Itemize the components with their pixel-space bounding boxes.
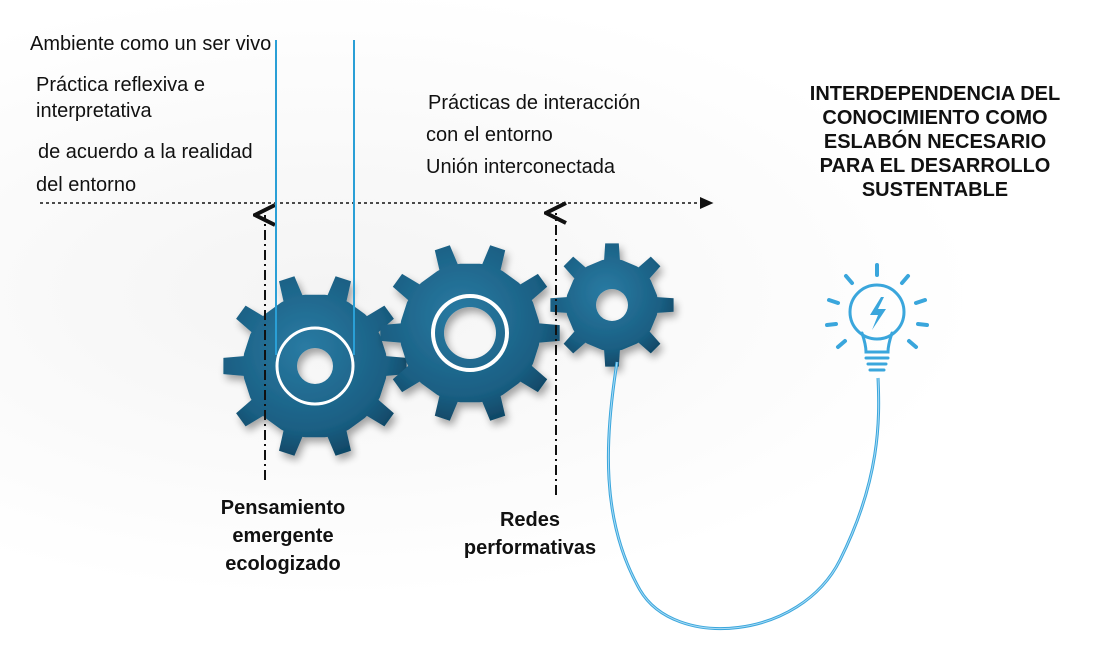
redes-label: Redes performativas <box>430 506 630 562</box>
title-line: CONOCIMIENTO COMO <box>822 107 1048 129</box>
label-line: performativas <box>463 537 597 559</box>
gear-icon <box>223 276 407 456</box>
label-line: ecologizado <box>225 553 341 575</box>
practica-text-line: interpretativa <box>36 100 152 122</box>
interaccion-text-line: Unión interconectada <box>426 156 616 178</box>
practica-text-line: de acuerdo a la realidad <box>38 141 253 163</box>
title-line: ESLABÓN NECESARIO <box>823 131 1047 153</box>
interaccion-text-line: Prácticas de interacción <box>428 92 641 114</box>
label-line: Redes <box>499 509 561 531</box>
interaccion-text-line: con el entorno <box>426 124 553 146</box>
label-line: emergente <box>232 525 334 547</box>
lightbulb-icon <box>825 263 929 372</box>
gear-ring <box>275 326 355 406</box>
ambiente-text: Ambiente como un ser vivo <box>30 33 272 55</box>
main-title: INTERDEPENDENCIA DEL CONOCIMIENTO COMO E… <box>770 82 1096 202</box>
practica-text-line: del entorno <box>36 174 137 196</box>
pensamiento-label: Pensamiento emergente ecologizado <box>178 494 388 578</box>
gear-body <box>223 276 407 456</box>
cable <box>606 361 881 631</box>
gear-icon <box>380 245 560 421</box>
title-line: PARA EL DESARROLLO <box>819 155 1051 177</box>
gear-ring <box>431 294 509 372</box>
label-line: Pensamiento <box>220 497 346 519</box>
cable-highlight <box>607 361 880 630</box>
gear-body <box>380 245 560 421</box>
lightning-icon <box>870 297 886 330</box>
gear-icon <box>550 243 674 367</box>
title-line: INTERDEPENDENCIA DEL <box>809 83 1061 105</box>
title-line: SUSTENTABLE <box>861 179 1009 201</box>
gear-body <box>550 243 674 367</box>
practica-text-line: Práctica reflexiva e <box>36 74 205 96</box>
